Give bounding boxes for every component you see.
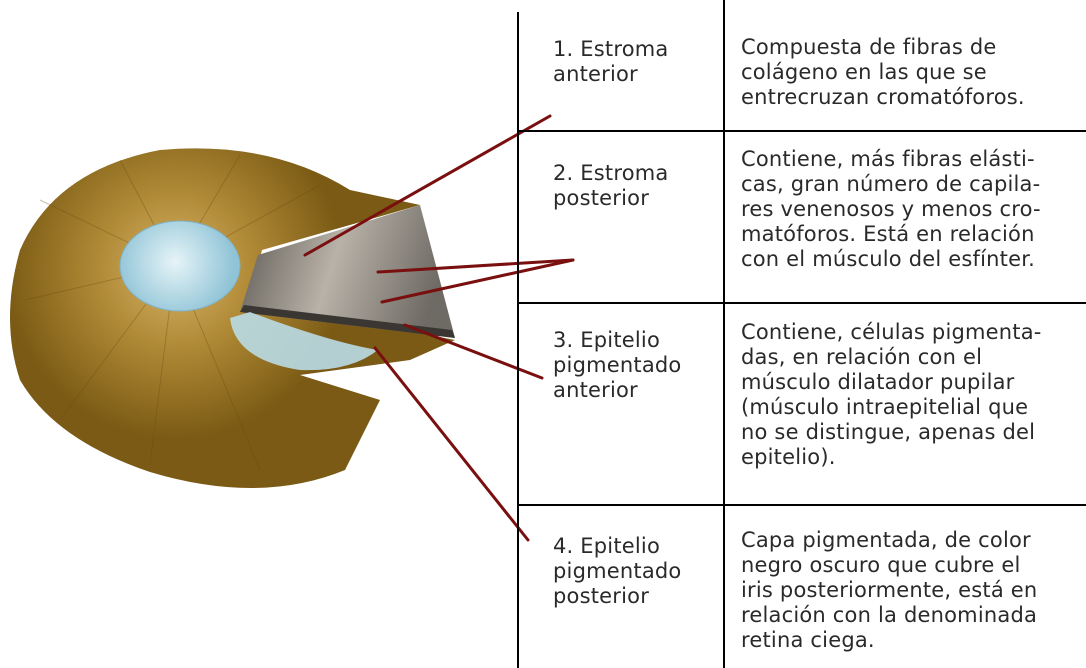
row-3-description: Contiene, células pigmenta- das, en rela…: [741, 320, 1042, 470]
row-divider-2: [519, 302, 1086, 304]
leader-line-4: [375, 348, 528, 540]
row-2-description: Contiene, más fibras elásti- cas, gran n…: [741, 147, 1041, 272]
row-1-description: Compuesta de fibras de colágeno en las q…: [741, 35, 1025, 110]
row-4-description: Capa pigmentada, de color negro oscuro q…: [741, 528, 1037, 653]
column-divider: [723, 0, 725, 668]
row-1-label: 1. Estroma anterior: [553, 37, 669, 87]
row-2-label: 2. Estroma posterior: [553, 161, 669, 211]
pupil: [120, 221, 240, 311]
row-divider-1: [519, 130, 1086, 132]
description-table: 1. Estroma anterior Compuesta de fibras …: [517, 12, 1086, 668]
row-divider-3: [519, 504, 1086, 506]
row-3-label: 3. Epitelio pigmentado anterior: [553, 328, 681, 403]
row-4-label: 4. Epitelio pigmentado posterior: [553, 534, 681, 609]
